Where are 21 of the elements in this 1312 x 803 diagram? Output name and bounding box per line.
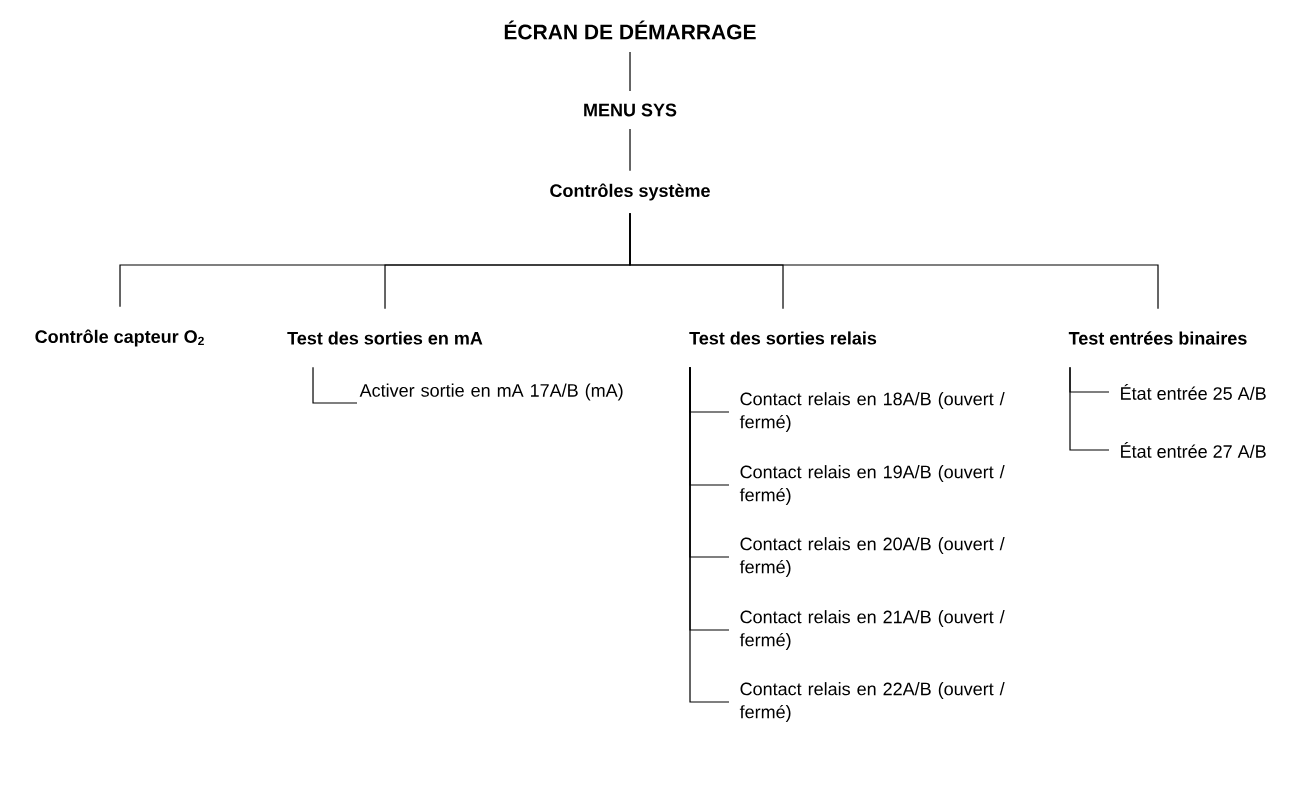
menu-item: Contact relais en 22A/B (ouvert / fermé)	[739, 682, 1005, 722]
menu-item: État entrée 25 A/B	[1121, 384, 1266, 400]
menu-heading: MENU SYS	[584, 103, 677, 117]
menu-item: Contact relais en 19A/B (ouvert / fermé)	[739, 465, 1005, 505]
menu-heading: Test des sorties relais	[689, 331, 877, 345]
tree-connector	[629, 128, 631, 172]
menu-heading: Test des sorties en mA	[287, 331, 483, 345]
tree-connector	[629, 212, 1159, 310]
menu-item: État entrée 27 A/B	[1121, 442, 1266, 458]
tree-connector	[629, 51, 631, 92]
menu-item: Contact relais en 21A/B (ouvert / fermé)	[739, 610, 1005, 650]
menu-item: Activer sortie en mA 17A/B (mA)	[359, 383, 623, 401]
tree-connector	[689, 366, 730, 703]
menu-item: Contact relais en 18A/B (ouvert / fermé)	[739, 392, 1005, 432]
menu-item: Contact relais en 20A/B (ouvert / fermé)	[739, 537, 1005, 577]
menu-heading: Contrôle capteur O$_{2}$	[35, 329, 204, 347]
tree-connector	[1069, 366, 1110, 451]
tree-connector	[312, 366, 358, 404]
menu-heading: Contrôles système	[550, 183, 710, 201]
screen-title: ÉCRAN DE DÉMARRAGE	[504, 20, 756, 40]
menu-heading: Test entrées binaires	[1068, 331, 1247, 345]
